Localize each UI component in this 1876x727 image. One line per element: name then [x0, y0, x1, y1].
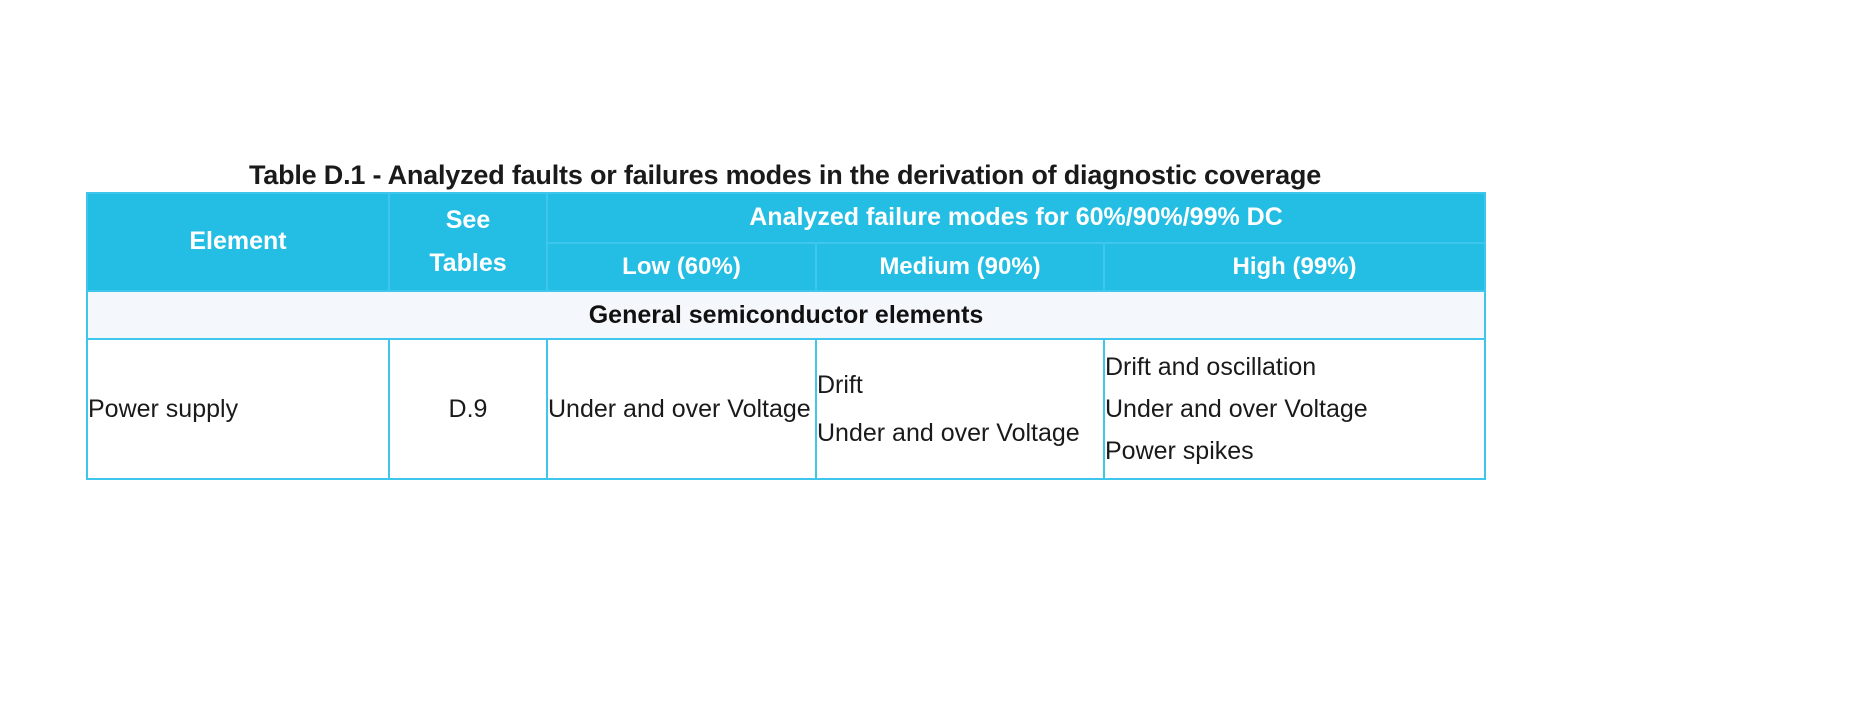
section-label-general-semiconductor-elements: General semiconductor elements	[85, 290, 1487, 340]
page-title: Table D.1 - Analyzed faults or failures …	[248, 160, 1322, 190]
column-header-element: Element	[86, 192, 390, 292]
cell-high-line-1: Drift and oscillation	[1105, 352, 1317, 381]
table-header: Element See Tables Analyzed failure mode…	[86, 192, 1487, 292]
cell-high: Drift and oscillation Under and over Vol…	[1102, 338, 1487, 480]
cell-see-tables: D.9	[388, 338, 548, 480]
cell-medium: Drift Under and over Voltage	[815, 338, 1105, 480]
cell-low-line-1: Under and over Voltage	[548, 394, 811, 423]
table-row: Power supply D.9 Under and over Voltage …	[86, 338, 1487, 480]
cell-low: Under and over Voltage	[546, 338, 817, 480]
diagnostic-coverage-table: Element See Tables Analyzed failure mode…	[85, 192, 1487, 480]
cell-medium-line-2: Under and over Voltage	[817, 419, 1080, 447]
header-row-secondary: Low (60%) Medium (90%) High (99%)	[87, 242, 1487, 292]
table-container: Element See Tables Analyzed failure mode…	[85, 192, 1487, 480]
cell-high-line-3: Power spikes	[1105, 437, 1254, 466]
column-header-analyzed-failure-modes: Analyzed failure modes for 60%/90%/99% D…	[545, 192, 1487, 244]
column-header-medium: Medium (90%)	[815, 242, 1105, 292]
column-header-see-tables: See Tables	[388, 192, 548, 292]
table-section-row: General semiconductor elements	[85, 290, 1487, 340]
see-tables-line-1: See	[445, 205, 491, 234]
cell-element: Power supply	[86, 338, 390, 480]
cell-high-line-2: Under and over Voltage	[1105, 394, 1368, 423]
column-header-high: High (99%)	[1102, 242, 1487, 292]
cell-medium-line-1: Drift	[817, 370, 863, 399]
column-header-low: Low (60%)	[546, 242, 817, 292]
header-row-primary: Element See Tables Analyzed failure mode…	[86, 192, 1487, 292]
table-body: General semiconductor elements Power sup…	[85, 290, 1487, 480]
see-tables-line-2: Tables	[429, 249, 507, 277]
